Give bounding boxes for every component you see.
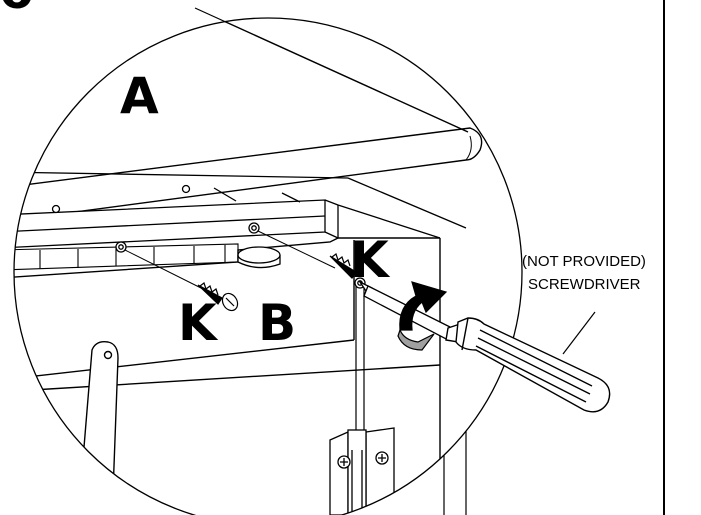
callout-not-provided: (NOT PROVIDED) bbox=[522, 253, 646, 270]
screw-right bbox=[329, 253, 357, 279]
rotation-arrow bbox=[397, 281, 448, 351]
label-part-a: A bbox=[120, 67, 159, 125]
hinge-plate bbox=[329, 427, 395, 515]
callout-screwdriver: SCREWDRIVER bbox=[528, 276, 641, 293]
label-part-b: B bbox=[258, 294, 296, 352]
label-screw-left: K bbox=[178, 294, 219, 352]
hinge-rail bbox=[14, 171, 467, 249]
step-number: 6 bbox=[0, 0, 34, 21]
callout-leader bbox=[562, 311, 596, 355]
bumper bbox=[237, 246, 281, 269]
screwdriver-handle bbox=[445, 317, 611, 413]
guide-lines bbox=[124, 230, 336, 291]
label-screw-right: K bbox=[350, 231, 391, 289]
magnifier-circle bbox=[13, 17, 523, 515]
screw-left bbox=[197, 282, 239, 312]
panel-a bbox=[14, 18, 483, 223]
